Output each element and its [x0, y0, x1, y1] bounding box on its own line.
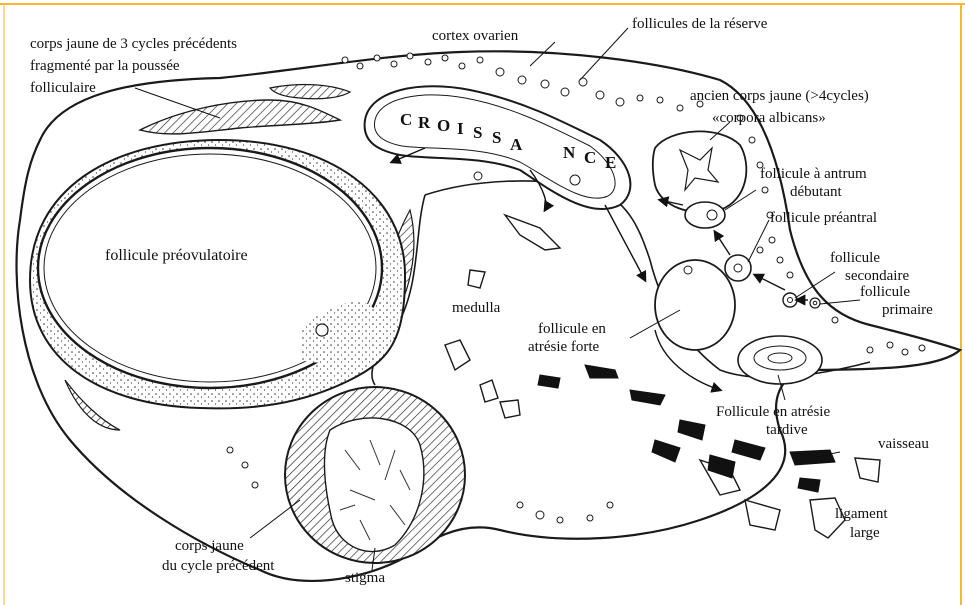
label-corpora-albicans: «corpora albicans»: [712, 110, 826, 126]
reserve-follicle: [227, 447, 233, 453]
croissance-letter: N: [563, 143, 576, 162]
label-corps-jaune-3-cycles: corps jaune de 3 cycles précédents: [30, 36, 237, 52]
ovocyte-preovulatoire: [316, 324, 328, 336]
label-follicule-atresie-tardive: Follicule en atrésie: [716, 404, 830, 420]
atresie-tardive-core: [768, 353, 792, 363]
reserve-follicle: [518, 76, 526, 84]
croissance-letter: I: [457, 119, 464, 138]
reserve-follicle: [769, 237, 775, 243]
reserve-follicle: [252, 482, 258, 488]
croissance-letter: E: [605, 153, 616, 172]
follicule-antrum-debutant: [685, 202, 725, 228]
reserve-follicle: [596, 91, 604, 99]
reserve-follicle: [919, 345, 925, 351]
label-stigma: stigma: [345, 570, 385, 586]
follicule-preantral-ovocyte: [734, 264, 742, 272]
reserve-follicle: [242, 462, 248, 468]
reserve-follicle: [677, 105, 683, 111]
reserve-follicle: [749, 137, 755, 143]
label-follicule-primaire: follicule: [860, 284, 910, 300]
croissance-letter: C: [400, 110, 412, 129]
follicule-primaire-ovocyte: [813, 301, 817, 305]
label-corps-jaune-precedent: corps jaune: [175, 538, 244, 554]
croissance-ovocyte: [570, 175, 580, 185]
label-follicule-antrum: follicule à antrum: [760, 166, 867, 182]
label-ligament-large-l2: large: [850, 525, 880, 541]
follicule-secondaire-ovocyte: [788, 298, 793, 303]
label-medulla: medulla: [452, 300, 501, 316]
label-ancien-corps-jaune: ancien corps jaune (>4cycles): [690, 88, 869, 104]
label-follicule-atresie-forte: follicule en: [538, 321, 606, 337]
reserve-follicle: [616, 98, 624, 106]
dark-vessel: [798, 478, 820, 492]
label-cortex-ovarien: cortex ovarien: [432, 28, 519, 44]
reserve-follicle: [374, 55, 380, 61]
reserve-follicle: [477, 57, 483, 63]
label-follicules-reserve: follicules de la réserve: [632, 16, 768, 32]
label-follicule-antrum-l2: débutant: [790, 184, 842, 200]
reserve-follicle: [757, 247, 763, 253]
reserve-follicle: [459, 63, 465, 69]
reserve-follicle: [787, 272, 793, 278]
reserve-follicle: [425, 59, 431, 65]
label-corps-jaune-precedent-l2: du cycle précédent: [162, 558, 275, 574]
atresie-forte-ovocyte: [684, 266, 692, 274]
reserve-follicle: [357, 63, 363, 69]
reserve-follicle: [561, 88, 569, 96]
reserve-follicle: [541, 80, 549, 88]
croissance-letter: S: [473, 123, 482, 142]
follicule-atresie-forte: [655, 260, 735, 350]
reserve-follicle: [832, 317, 838, 323]
croissance-letter: R: [418, 113, 431, 132]
vessel-shape: [855, 458, 880, 482]
label-follicule-secondaire: follicule: [830, 250, 880, 266]
label-vaisseau: vaisseau: [878, 436, 929, 452]
reserve-follicle: [657, 97, 663, 103]
reserve-follicle: [536, 511, 544, 519]
reserve-follicle: [777, 257, 783, 263]
reserve-follicle: [762, 187, 768, 193]
follicule-antrum-ovocyte: [707, 210, 717, 220]
reserve-follicle: [391, 61, 397, 67]
reserve-follicle: [517, 502, 523, 508]
label-ligament-large: ligament: [835, 506, 888, 522]
vessel-shape: [745, 500, 780, 530]
reserve-follicle: [637, 95, 643, 101]
croissance-letter: A: [510, 135, 523, 154]
reserve-follicle: [442, 55, 448, 61]
label-follicule-atresie-forte-l2: atrésie forte: [528, 339, 600, 355]
croissance-letter: O: [437, 116, 450, 135]
reserve-follicle: [607, 502, 613, 508]
label-corps-jaune-3-cycles-l2: fragmenté par la poussée: [30, 58, 180, 74]
reserve-follicle: [867, 347, 873, 353]
reserve-follicle: [887, 342, 893, 348]
reserve-follicle: [407, 53, 413, 59]
reserve-follicle: [496, 68, 504, 76]
label-follicule-secondaire-l2: secondaire: [845, 268, 909, 284]
label-follicule-primaire-l2: primaire: [882, 302, 933, 318]
reserve-follicle: [902, 349, 908, 355]
croissance-ovocyte-2: [474, 172, 482, 180]
label-corps-jaune-3-cycles-l3: folliculaire: [30, 80, 96, 96]
dark-vessel: [790, 450, 835, 465]
reserve-follicle: [557, 517, 563, 523]
reserve-follicle: [342, 57, 348, 63]
label-follicule-preantral: follicule préantral: [770, 210, 877, 226]
croissance-letter: S: [492, 128, 501, 147]
reserve-follicle: [587, 515, 593, 521]
croissance-letter: C: [584, 148, 596, 167]
label-follicule-preovulatoire: follicule préovulatoire: [105, 247, 248, 264]
label-follicule-atresie-tardive-l2: tardive: [766, 422, 808, 438]
